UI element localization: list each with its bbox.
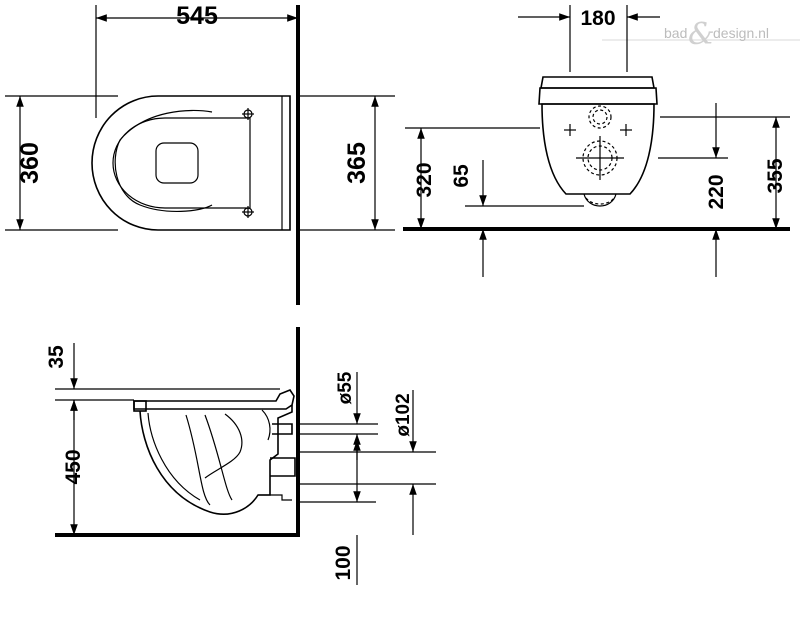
inlet-pipe	[272, 423, 293, 435]
dim-depth-back-label: 365	[343, 142, 371, 184]
seat-lid	[538, 87, 658, 105]
seat-side	[133, 389, 295, 410]
dim-mount-height-label: 450	[62, 449, 85, 484]
dim-inlet-diameter-label: ø55	[335, 371, 356, 404]
dim-seat-thickness-label: 35	[45, 345, 68, 369]
bowl-outline	[91, 95, 291, 231]
bowl-opening	[155, 142, 199, 184]
seat-outline	[112, 117, 251, 209]
dim-connection-height-label: 220	[705, 174, 728, 209]
dim-front-width-label: 180	[580, 7, 615, 30]
dim-outlet-height-label: 65	[450, 164, 473, 188]
fixing-mark	[620, 124, 632, 136]
watermark-left: bad	[664, 25, 687, 41]
watermark-amp: &	[688, 17, 715, 52]
inlet-hole	[588, 105, 612, 129]
dim-rim-height-label: 355	[764, 158, 787, 193]
dim-outlet-diameter-label: ø102	[393, 393, 414, 436]
screw-marker	[242, 108, 254, 120]
fixing-mark	[564, 124, 576, 136]
watermark: bad & design.nl	[602, 17, 800, 52]
watermark-right: design.nl	[713, 25, 769, 41]
screw-marker	[242, 206, 254, 218]
front-view: 180 320 65 220 355	[403, 5, 790, 277]
side-view: 35 450 ø55 ø102 100	[45, 327, 436, 585]
dim-outlet-spacing-label: 100	[332, 545, 355, 580]
dim-width-label: 545	[176, 2, 218, 30]
bowl-front	[541, 103, 655, 195]
dim-depth-front-label: 360	[16, 142, 44, 184]
outlet-pipe	[270, 457, 296, 477]
dim-total-height-label: 320	[413, 162, 436, 197]
top-view: 545 360 365	[5, 2, 395, 305]
